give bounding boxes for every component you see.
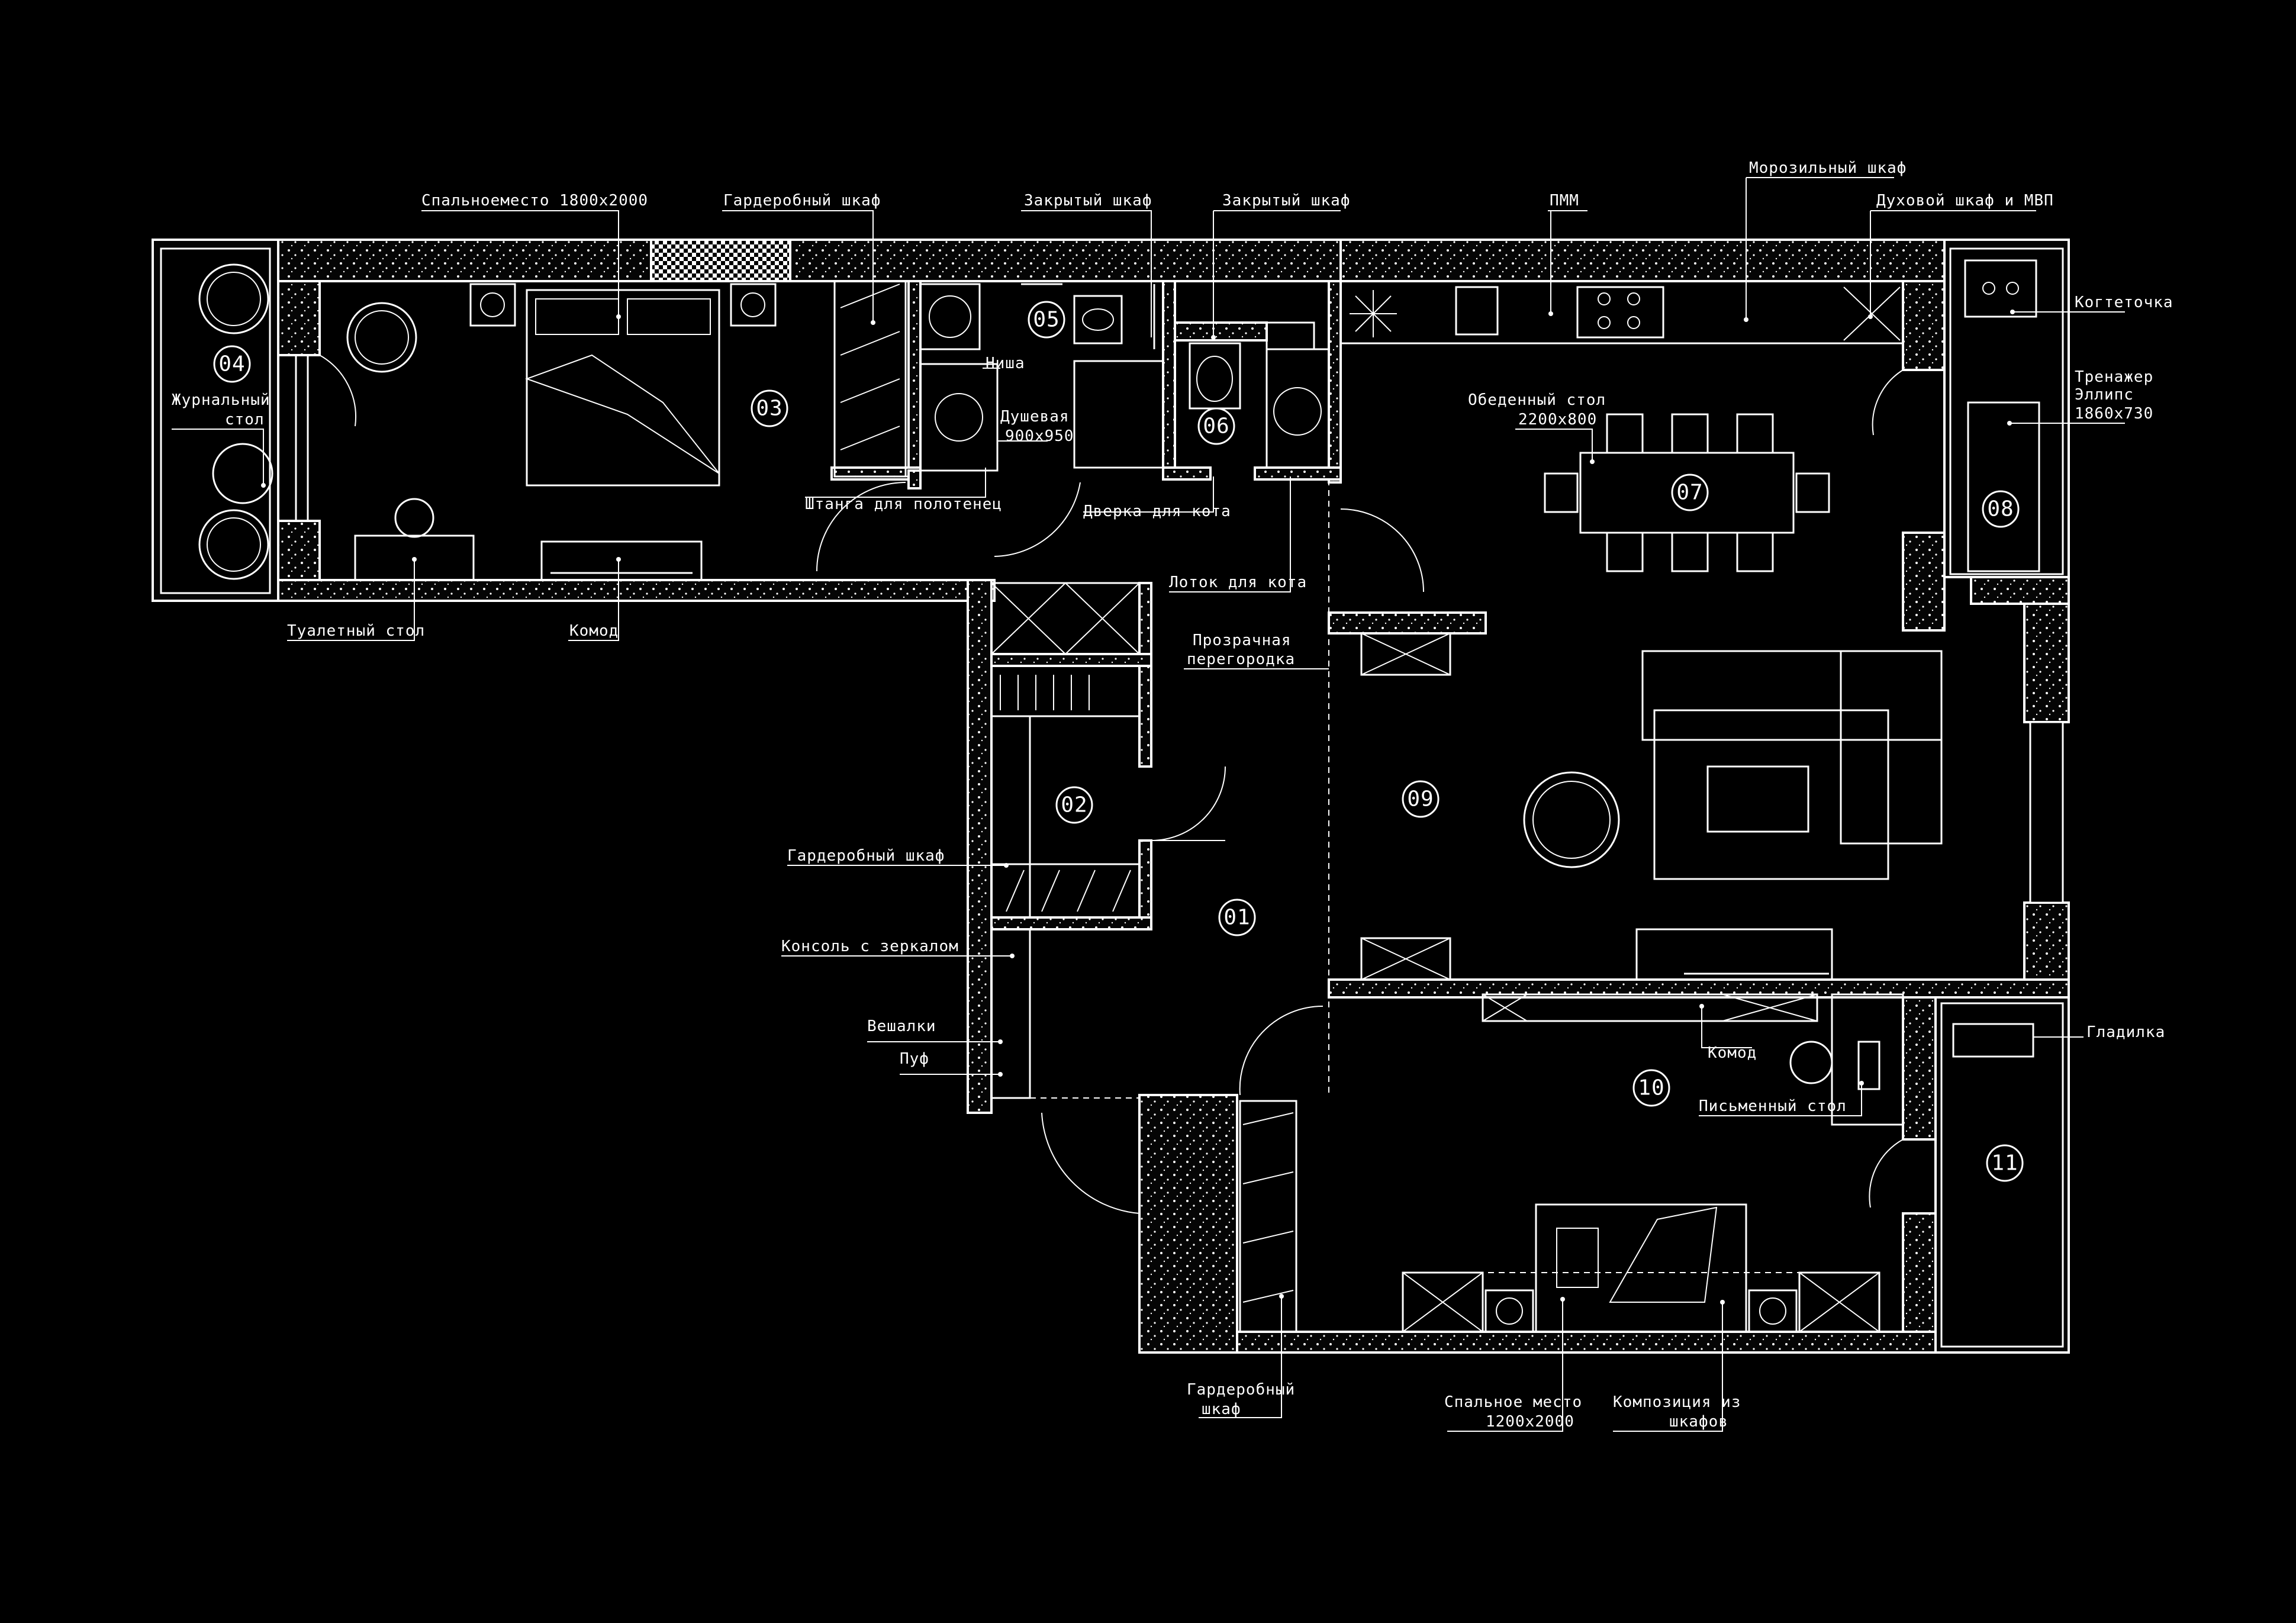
room-03-number: 03 — [756, 397, 782, 421]
label-dining-1: Обеденный стол — [1468, 391, 1606, 409]
label-bed-1800: Спальноеместо 1800х2000 — [421, 192, 648, 210]
room-09: 09 — [1402, 780, 1440, 818]
annotations: Спальноеместо 1800х2000 Гардеробный шкаф… — [172, 159, 2173, 1431]
label-bed-1200-1: Спальное место — [1444, 1393, 1582, 1411]
label-wardrobe-top: Гардеробный шкаф — [723, 192, 881, 210]
label-pouf: Пуф — [900, 1050, 929, 1068]
furniture — [198, 259, 2040, 1333]
label-towel-bar: Штанга для полотенец — [805, 495, 1002, 513]
label-ironing: Гладилка — [2086, 1023, 2165, 1041]
label-wardrobe-02: Гардеробный шкаф — [787, 847, 945, 865]
label-trainer-2: Эллипс — [2075, 386, 2134, 404]
room-10-number: 10 — [1638, 1076, 1664, 1100]
label-closed-cabinet-2: Закрытый шкаф — [1222, 192, 1351, 210]
room-04-number: 04 — [218, 352, 245, 376]
room-markers: 01 02 03 04 05 06 07 08 09 10 11 — [213, 301, 2024, 1182]
label-desk: Письменный стол — [1699, 1097, 1847, 1115]
label-shower-2: 900х950 — [1005, 427, 1074, 445]
room-11: 11 — [1986, 1144, 2024, 1182]
room-09-number: 09 — [1407, 787, 1434, 811]
room-05-number: 05 — [1033, 308, 1060, 332]
room-07: 07 — [1671, 474, 1709, 511]
room-04: 04 — [213, 345, 251, 383]
label-cat-tray: Лоток для кота — [1169, 574, 1307, 591]
label-hangers: Вешалки — [867, 1017, 936, 1035]
label-niche: Ниша — [986, 355, 1025, 372]
label-shower-1: Душевая — [1000, 408, 1070, 426]
room-08-number: 08 — [1987, 497, 2014, 521]
label-bed-1200-2: 1200х2000 — [1486, 1413, 1574, 1431]
label-trainer-3: 1860х730 — [2075, 405, 2153, 423]
room-07-number: 07 — [1676, 481, 1703, 505]
label-console: Консоль с зеркалом — [781, 938, 959, 955]
label-vanity: Туалетный стол — [287, 622, 425, 640]
room-02: 02 — [1055, 786, 1093, 824]
room-01-number: 01 — [1223, 906, 1250, 930]
leaders — [172, 177, 2125, 1432]
room-03: 03 — [751, 389, 788, 427]
label-freezer: Морозильный шкаф — [1749, 159, 1907, 177]
label-dresser-2: Комод — [1708, 1044, 1757, 1062]
label-cat-door: Дверка для кота — [1083, 503, 1231, 520]
room-06-number: 06 — [1203, 414, 1229, 439]
label-cabinets-1: Композиция из — [1613, 1393, 1741, 1411]
label-dishwasher: ПММ — [1550, 192, 1579, 210]
label-dining-2: 2200х800 — [1518, 411, 1597, 429]
label-trainer-1: Тренажер — [2075, 368, 2153, 386]
label-wardrobe-bottom-1: Гардеробный — [1187, 1381, 1295, 1399]
label-partition-2: перегородка — [1187, 651, 1295, 668]
room-11-number: 11 — [1991, 1151, 2018, 1176]
room-01: 01 — [1218, 899, 1256, 936]
walls — [152, 239, 2070, 1354]
leader-dots — [261, 310, 2015, 1305]
room-02-number: 02 — [1061, 793, 1087, 817]
label-partition-1: Прозрачная — [1193, 632, 1292, 649]
room-05: 05 — [1028, 301, 1065, 339]
doors — [319, 355, 1904, 1214]
room-10: 10 — [1632, 1069, 1670, 1107]
label-cabinets-2: шкафов — [1669, 1413, 1728, 1431]
label-oven: Духовой шкаф и МВП — [1876, 192, 2054, 210]
label-dresser-1: Комод — [569, 622, 619, 640]
room-08: 08 — [1982, 490, 2020, 528]
label-coffee-2: стол — [225, 411, 265, 429]
label-wardrobe-bottom-2: шкаф — [1202, 1400, 1241, 1418]
label-coffee-1: Журнальный — [172, 391, 271, 409]
room-06: 06 — [1197, 407, 1235, 445]
label-scratcher: Когтеточка — [2075, 294, 2173, 311]
label-closed-cabinet-1: Закрытый шкаф — [1024, 192, 1152, 210]
